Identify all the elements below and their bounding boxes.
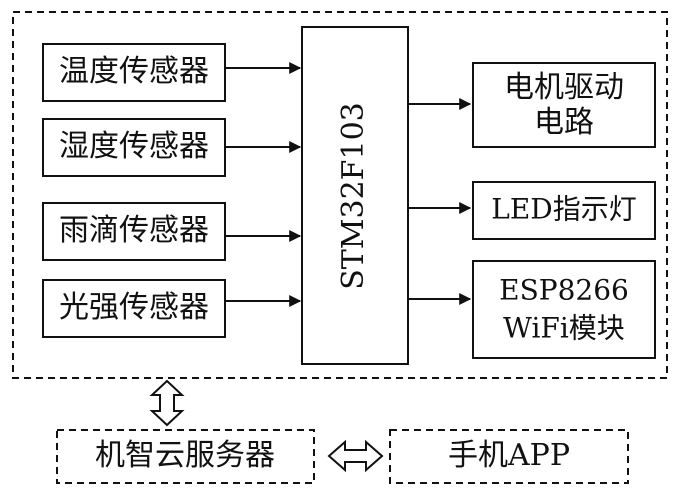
cloud-server-label: 机智云服务器 xyxy=(95,438,275,473)
system-boundary xyxy=(12,11,668,379)
mcu-block: STM32F103 xyxy=(301,26,409,365)
motor-driver-block: 电机驱动 电路 xyxy=(472,62,656,148)
phone-app-label: 手机APP xyxy=(448,438,570,473)
bidirectional-arrow-vertical xyxy=(149,379,185,427)
sensor-temperature: 温度传感器 xyxy=(42,43,226,102)
sensor-light-label: 光强传感器 xyxy=(59,290,209,325)
led-label: LED指示灯 xyxy=(491,193,636,226)
led-block: LED指示灯 xyxy=(472,181,656,240)
motor-driver-label-line1: 电机驱动 xyxy=(504,70,624,105)
phone-app-block: 手机APP xyxy=(389,429,629,484)
cloud-server-block: 机智云服务器 xyxy=(56,429,315,484)
wifi-block: ESP8266 WiFi模块 xyxy=(472,260,656,359)
sensor-rain-label: 雨滴传感器 xyxy=(59,213,209,248)
sensor-humidity-label: 湿度传感器 xyxy=(59,129,209,164)
sensor-light: 光强传感器 xyxy=(42,279,226,338)
wifi-label-line2: WiFi模块 xyxy=(503,312,625,345)
sensor-rain: 雨滴传感器 xyxy=(42,202,226,261)
mcu-label: STM32F103 xyxy=(336,102,371,290)
sensor-temperature-label: 温度传感器 xyxy=(59,54,209,89)
motor-driver-label-line2: 电路 xyxy=(534,105,594,140)
bidirectional-arrow-horizontal xyxy=(327,439,384,473)
sensor-humidity: 湿度传感器 xyxy=(42,118,226,177)
wifi-label-line1: ESP8266 xyxy=(499,274,629,307)
